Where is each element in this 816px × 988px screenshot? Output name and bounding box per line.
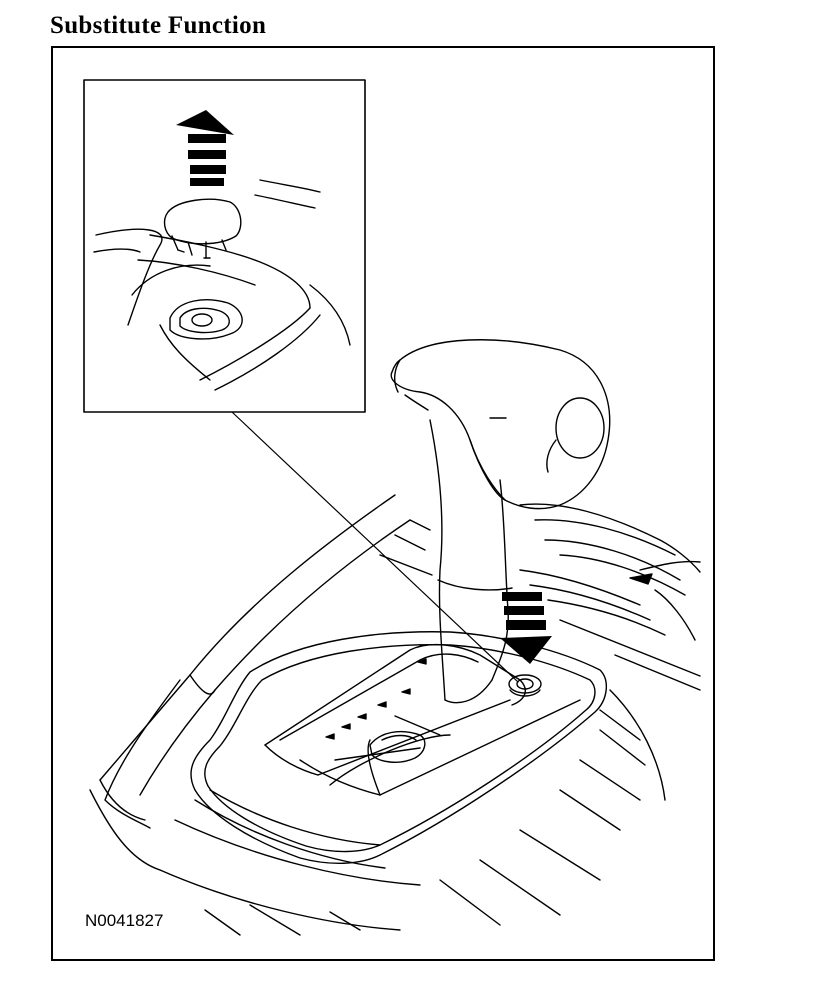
console-drawing xyxy=(89,339,701,936)
figure-frame xyxy=(51,46,715,961)
down-arrow-icon xyxy=(500,592,552,664)
figure-id-label: N0041827 xyxy=(85,911,164,930)
page-title: Substitute Function xyxy=(50,12,267,39)
up-arrow-icon xyxy=(176,110,234,186)
leader-line xyxy=(231,411,519,683)
